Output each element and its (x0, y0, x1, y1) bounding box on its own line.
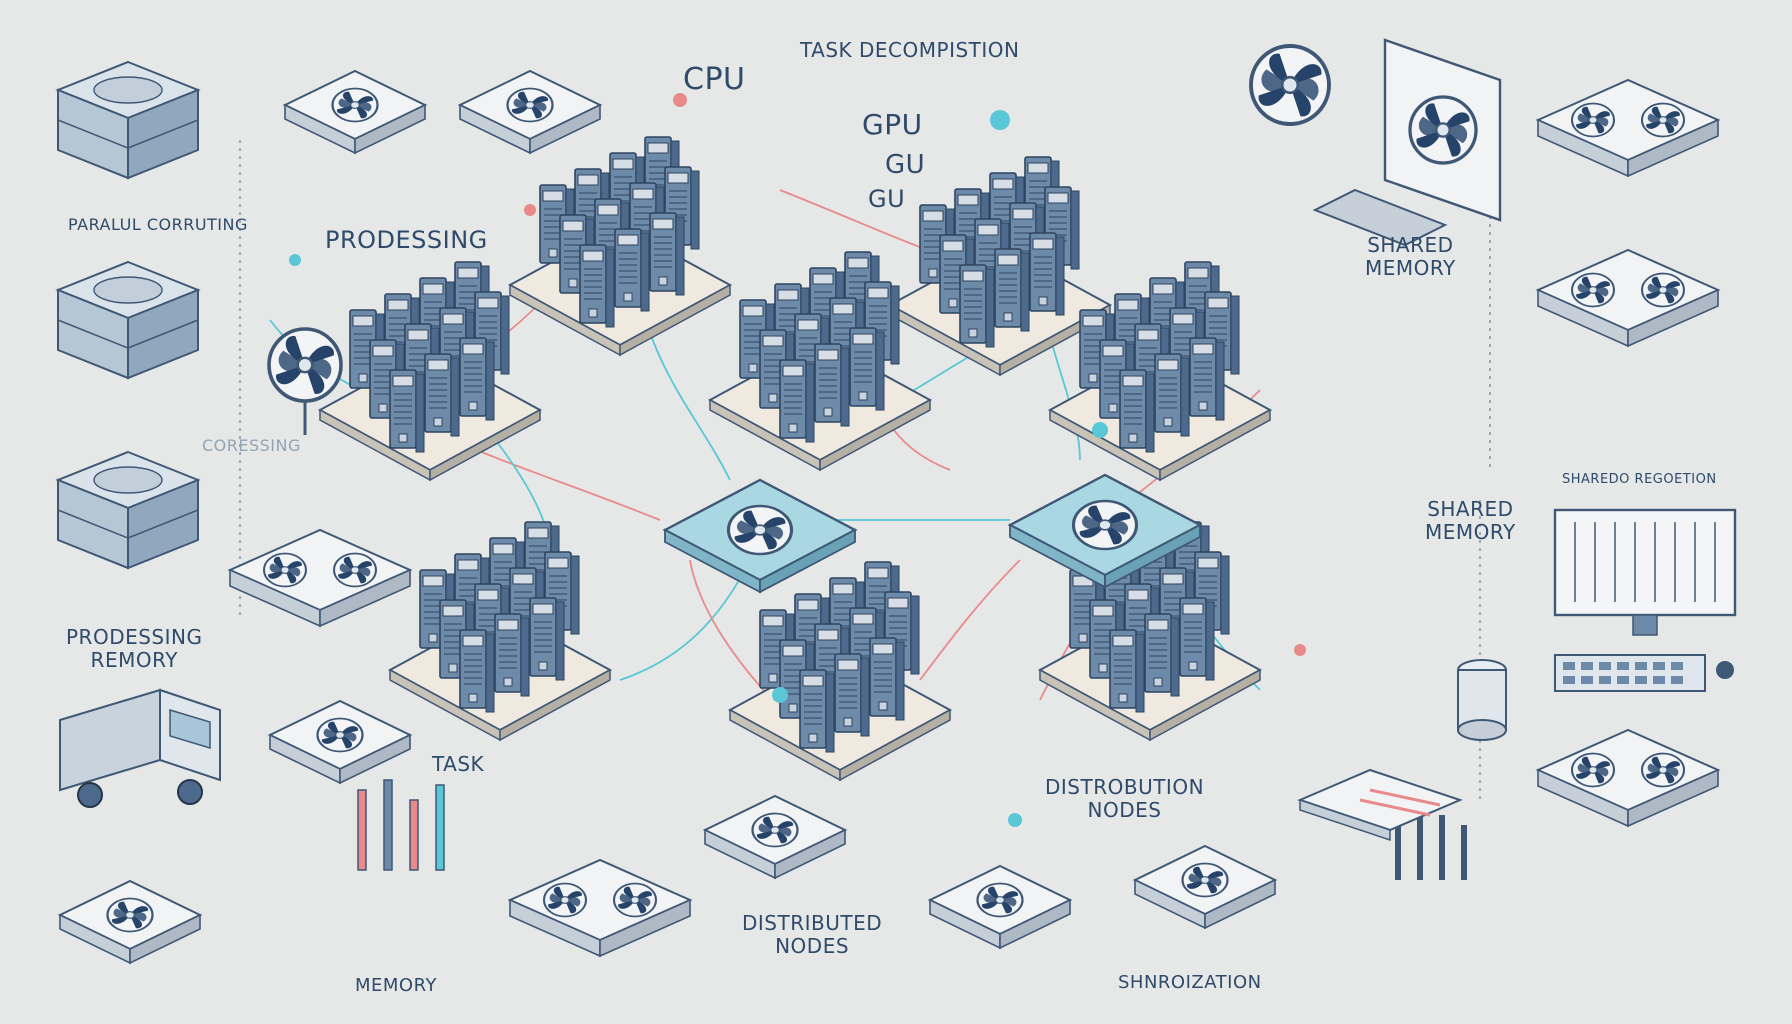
label-shared-memory-mid: SHARED MEMORY (1425, 498, 1516, 544)
label-distributed-nodes-line2: NODES (775, 934, 850, 958)
gpu-card-icon-left-mid (230, 530, 410, 626)
server-cluster-top-center (510, 137, 730, 355)
label-distribution-nodes: DISTROBUTION NODES (1045, 776, 1204, 822)
document-card-icon (1297, 768, 1463, 842)
label-task-decomposition: TASK DECOMPISTION (800, 38, 1020, 62)
server-stack-icon-1 (57, 61, 199, 179)
keyboard-icon (1554, 654, 1734, 692)
gpu-card-icon-bottom-3 (705, 796, 845, 878)
server-cluster-middle (710, 252, 930, 470)
gpu-card-icon-right-2 (1538, 250, 1718, 346)
label-gpu: GPU (862, 108, 923, 141)
fan-icon-top-right (1249, 44, 1331, 126)
server-cluster-left (320, 262, 540, 480)
label-distributed-nodes: DISTRIBUTED NODES (742, 912, 882, 958)
label-processing: PRODESSING (325, 226, 488, 254)
label-parallel-computing: PARALUL CORRUTING (68, 215, 248, 234)
label-cpu: CPU (683, 62, 746, 97)
label-gu-2: GU (868, 185, 906, 213)
gpu-card-icon-top-1 (285, 71, 425, 153)
monitor-icon-top (1312, 38, 1502, 247)
label-shared-memory-top-line2: MEMORY (1365, 256, 1456, 280)
gpu-card-icon-bottom-4 (1135, 846, 1275, 928)
server-cluster-top-right (890, 157, 1110, 375)
label-shared-memory-top: SHARED MEMORY (1365, 234, 1456, 280)
gpu-card-icon-top-2 (460, 71, 600, 153)
gpu-card-icon-bottom-2 (510, 860, 690, 956)
truck-icon (59, 688, 221, 808)
label-shared-registration: SHAREDO REGOETION (1562, 472, 1717, 487)
label-processing-memory-line2: REMORY (90, 648, 178, 672)
label-distribution-nodes-line1: DISTROBUTION (1045, 775, 1205, 799)
server-stack-icon-3 (57, 451, 199, 569)
fan-icon-left (267, 327, 343, 435)
server-cluster-bottom-left (390, 522, 610, 740)
server-cluster-bottom-center (730, 562, 950, 780)
label-memory: MEMORY (355, 975, 437, 996)
gpu-card-icon-right-1 (1538, 80, 1718, 176)
server-stack-icon-2 (57, 261, 199, 379)
label-compressing-node: CORESSING (202, 436, 301, 455)
label-task: TASK (432, 752, 485, 776)
label-processing-memory: PRODESSING REMORY (66, 626, 202, 672)
label-processing-memory-line1: PRODESSING (66, 625, 203, 649)
label-shared-memory-mid-line2: MEMORY (1425, 520, 1516, 544)
label-synchronization: SHNROIZATION (1118, 972, 1262, 993)
gpu-card-icon-bottom-1 (60, 881, 200, 963)
label-distribution-nodes-line2: NODES (1087, 798, 1162, 822)
decor-dots (289, 93, 1306, 827)
cylinder-storage-icon (1457, 659, 1507, 741)
tool-icon-left (357, 779, 445, 871)
tool-icon-right (1395, 810, 1467, 880)
label-distributed-nodes-line1: DISTRIBUTED (742, 911, 883, 935)
gpu-card-icon-left-low (270, 701, 410, 783)
label-shared-memory-top-line1: SHARED (1367, 233, 1454, 257)
monitor-icon-right (1553, 508, 1737, 636)
label-shared-memory-mid-line1: SHARED (1427, 497, 1514, 521)
gpu-card-icon-right-3 (1538, 730, 1718, 826)
fan-icon-bottom (930, 866, 1070, 948)
label-gu-1: GU (885, 150, 926, 180)
